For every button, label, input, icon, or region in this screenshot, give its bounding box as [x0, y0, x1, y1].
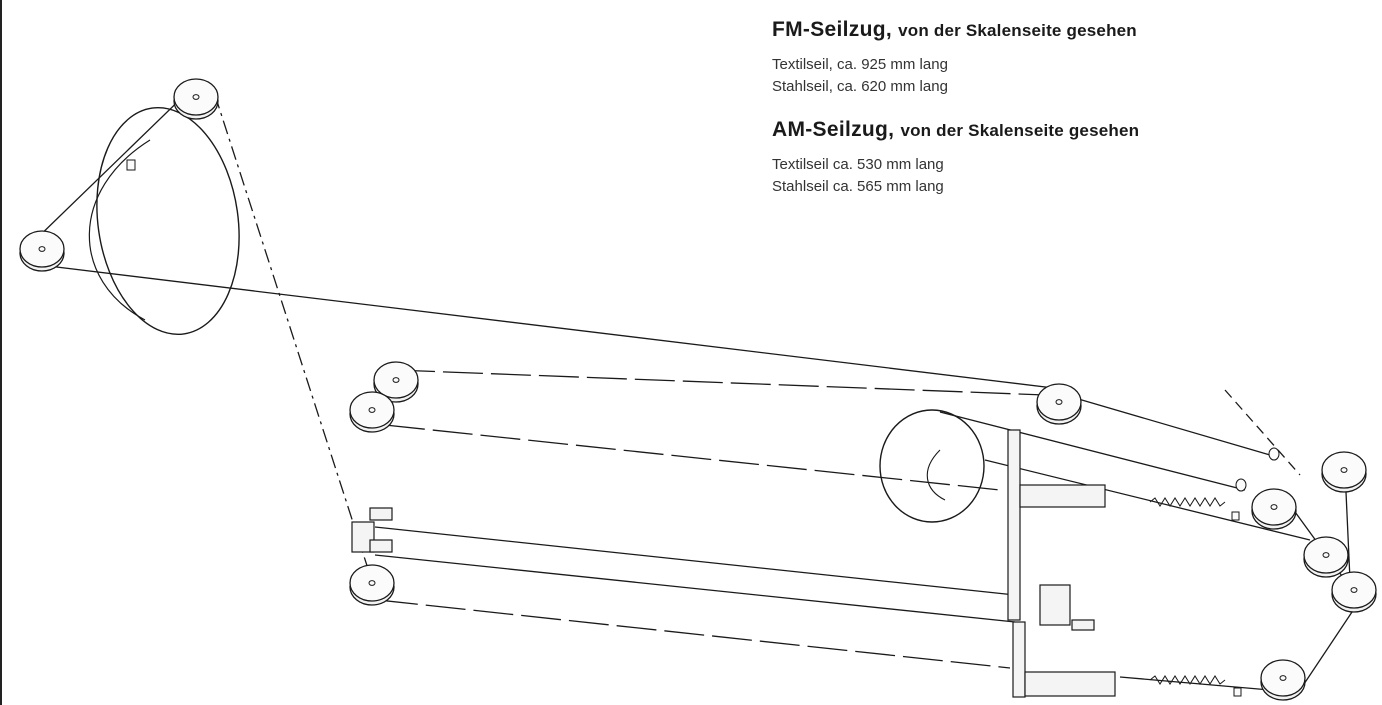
am-title-text: AM-Seilzug,: [772, 118, 895, 141]
dial-frame: [351, 429, 1116, 698]
fm-cable-run: [29, 84, 1351, 581]
page-edge: [0, 0, 2, 705]
am-legend: AM-Seilzug, von der Skalenseite gesehen …: [772, 118, 1372, 198]
am-steel-cable-length: Stahlseil ca. 565 mm lang: [772, 178, 944, 195]
pulley-fm-right: [1251, 488, 1297, 530]
fm-subtitle-text: von der Skalenseite gesehen: [898, 21, 1137, 40]
legend: FM-Seilzug, von der Skalenseite gesehen …: [772, 18, 1372, 198]
pulley-am-left: [349, 564, 395, 606]
pulley-far-right-middle: [1303, 536, 1349, 578]
am-textile-cable: Textilseil ca. 530 mm lang: [772, 156, 944, 173]
am-cable-loop: [879, 409, 985, 523]
am-legend-title: AM-Seilzug, von der Skalenseite gesehen: [772, 118, 1372, 142]
pulley-fm-top: [173, 78, 219, 120]
fm-legend: FM-Seilzug, von der Skalenseite gesehen …: [772, 18, 1372, 98]
pulley-far-right-lower: [1331, 571, 1377, 613]
am-cable-run: [374, 526, 1361, 691]
pulley-upper-2: [349, 391, 395, 433]
pulley-fm-left: [19, 230, 65, 272]
fm-cable-loop: [96, 106, 240, 336]
pulley-far-right-top: [1321, 451, 1367, 493]
fm-steel-cable-length: Stahlseil, ca. 620 mm lang: [772, 78, 948, 95]
fm-textile-cable: Textilseil, ca. 925 mm lang: [772, 56, 948, 73]
pulley-am-right: [1260, 659, 1306, 701]
fm-steel-cable: [88, 139, 151, 321]
pulley-right-upper: [1036, 383, 1082, 425]
am-subtitle-text: von der Skalenseite gesehen: [900, 121, 1140, 140]
fm-title-text: FM-Seilzug,: [772, 18, 892, 41]
fm-tension-spring: [1149, 497, 1226, 507]
cable-clamps: [126, 159, 1280, 697]
fm-legend-title: FM-Seilzug, von der Skalenseite gesehen: [772, 18, 1372, 42]
am-steel-cable: [926, 449, 946, 501]
am-tension-spring: [1149, 675, 1226, 685]
